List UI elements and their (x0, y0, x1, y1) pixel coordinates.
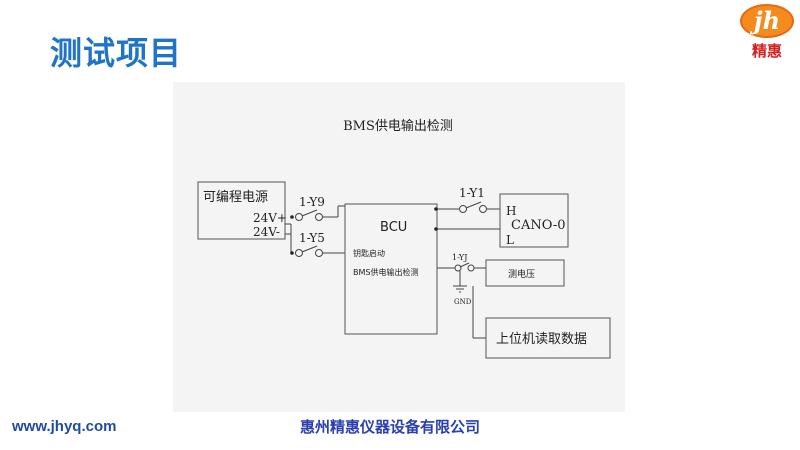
relay-y9-dot (290, 215, 294, 219)
bcu-label: BCU (380, 220, 407, 235)
power-supply-label: 可编程电源 (203, 190, 268, 205)
power-supply-box (197, 181, 286, 240)
bms-output-label: BMS供电输出检测 (353, 267, 418, 277)
diagram-panel: BMS供电输出检测 可编程电源 24V+ 24V- 1-Y9 1-Y5 BCU … (173, 82, 625, 412)
relay-y1-dot (434, 207, 438, 211)
footer-company: 惠州精惠仪器设备有限公司 (300, 418, 481, 436)
circuit-diagram: BMS供电输出检测 可编程电源 24V+ 24V- 1-Y9 1-Y5 BCU … (197, 118, 611, 359)
logo-oval: jh (740, 4, 794, 38)
relay-y1-contact-b (479, 205, 487, 213)
relay-y5-contact-a (295, 249, 303, 257)
relay-y5-contact-b (315, 249, 323, 257)
slide-title: 测试项目 (50, 34, 183, 72)
bcu-box (344, 203, 438, 335)
relay-y9-label: 1-Y9 (299, 195, 325, 209)
relay-y1-label: 1-Y1 (459, 186, 485, 200)
can-label: CANO-0 (511, 218, 566, 233)
voltage-meter-box (485, 259, 565, 287)
key-start-label: 钥匙启动 (353, 248, 385, 258)
relay-y9-contact-b (315, 213, 323, 221)
relay-yj-label: 1-YJ (452, 253, 467, 262)
gnd-label: GND (454, 298, 472, 306)
relay-y1-switch (465, 201, 482, 209)
host-pc-box (485, 317, 611, 359)
terminal-pos-label: 24V+ (253, 211, 287, 225)
footer-url[interactable]: www.jhyq.com (12, 418, 117, 435)
relay-yj-contact-a (454, 264, 462, 272)
can-low-dot (434, 227, 438, 231)
terminal-neg-label: 24V- (253, 225, 280, 239)
logo-name: 精惠 (751, 42, 782, 60)
can-high-label: H (506, 204, 516, 218)
company-logo: jh 精惠 (738, 2, 796, 62)
relay-y9-switch (301, 209, 318, 217)
relay-yj-switch (459, 262, 470, 268)
diagram-title: BMS供电输出检测 (343, 118, 453, 134)
relay-y5-label: 1-Y5 (299, 231, 325, 245)
logo-letters: jh (753, 6, 781, 35)
relay-yj-contact-b (467, 264, 475, 272)
host-pc-label: 上位机读取数据 (496, 332, 587, 347)
relay-y5-switch (301, 245, 318, 253)
voltage-meter-label: 测电压 (508, 268, 535, 280)
can-box (499, 193, 569, 248)
relay-y9-contact-a (295, 213, 303, 221)
relay-y1-contact-a (459, 205, 467, 213)
can-low-label: L (506, 233, 514, 247)
relay-y5-dot (290, 251, 294, 255)
